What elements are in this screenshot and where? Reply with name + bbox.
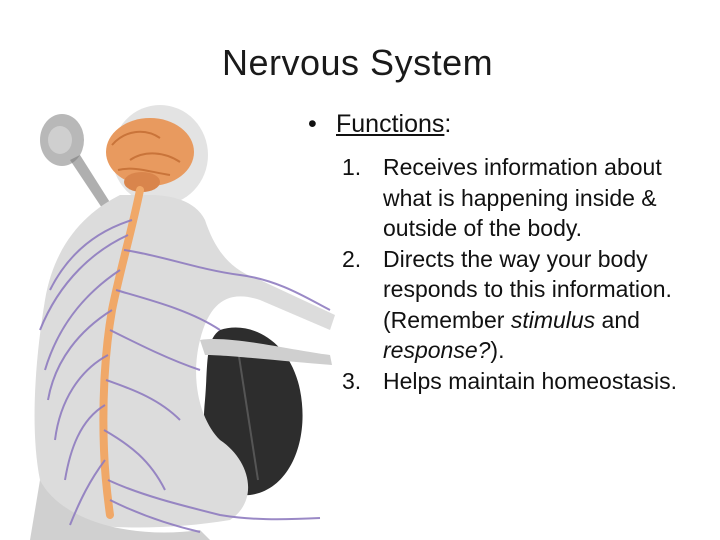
list-item: 1. Receives information about what is ha… [342,152,692,244]
text-mid: and [595,306,640,333]
heading-colon: : [444,110,452,138]
list-item: 3. Helps maintain homeostasis. [342,366,692,397]
term-response: response? [383,337,491,363]
functions-bullet: • Functions: [308,110,451,139]
list-item: 2. Directs the way your body responds to… [342,244,692,366]
peripheral-nerves [39,219,331,533]
bullet-symbol: • [308,110,317,138]
functions-list: 1. Receives information about what is ha… [342,152,692,396]
text-after: ). [490,337,505,363]
list-number: 3. [342,367,362,394]
term-stimulus: stimulus [510,306,596,333]
slide-title: Nervous System [222,42,494,83]
functions-heading: Functions [336,110,445,138]
list-text: Directs the way your body responds to th… [383,244,692,366]
text-before: Directs the way your body responds to th… [383,245,672,333]
list-text: Helps maintain homeostasis. [383,367,678,394]
spinal-cord [99,186,144,519]
list-number: 2. [342,245,362,272]
list-number: 1. [342,154,362,180]
list-text: Receives information about what is happe… [383,154,662,241]
nervous-system-illustration [30,105,336,540]
brain [106,118,194,192]
